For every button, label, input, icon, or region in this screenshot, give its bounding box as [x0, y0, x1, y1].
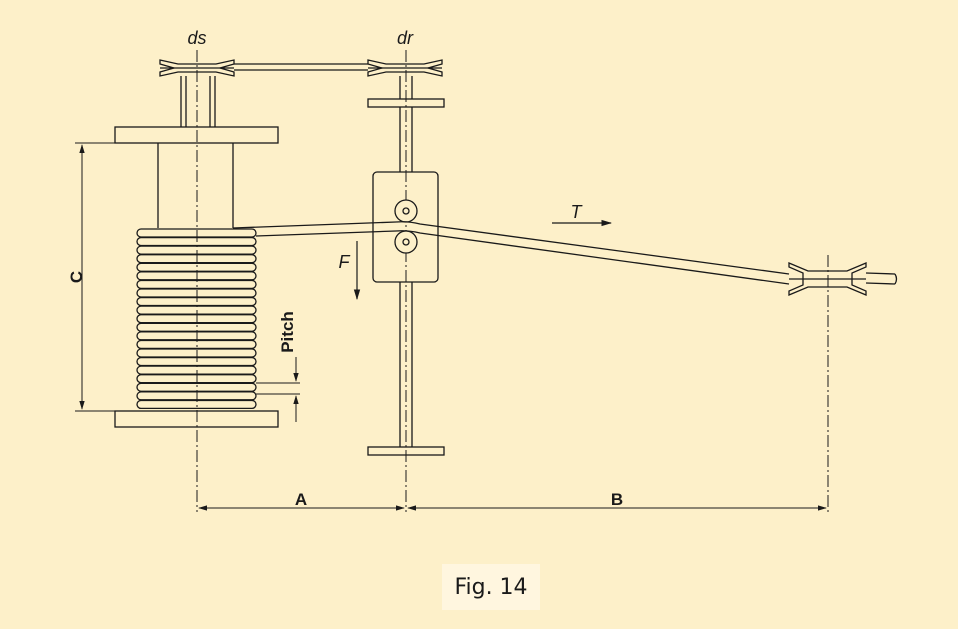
- figure-caption: Fig. 14: [442, 564, 540, 610]
- spool-shaft: [180, 76, 216, 127]
- dimension-pitch: [256, 357, 300, 422]
- label-dimension-c: C: [67, 271, 86, 283]
- label-tension: T: [571, 202, 584, 222]
- dr-pulley: [367, 59, 443, 77]
- wire-spool-to-guide: [232, 221, 397, 237]
- label-dr: dr: [397, 28, 414, 48]
- wire-exit: [865, 272, 898, 285]
- label-dimension-a: A: [295, 490, 307, 509]
- wire-guide-to-pulley: [395, 221, 790, 285]
- label-ds: ds: [187, 28, 206, 48]
- spool-core: [157, 143, 234, 228]
- label-dimension-b: B: [611, 490, 623, 509]
- traverse-shaft: [399, 76, 413, 447]
- guide-rollers: [394, 199, 418, 254]
- drive-belt: [234, 63, 368, 71]
- ds-pulley: [159, 59, 235, 77]
- dimension-c: [75, 142, 115, 412]
- label-pitch: Pitch: [278, 311, 297, 353]
- label-force: F: [339, 252, 351, 272]
